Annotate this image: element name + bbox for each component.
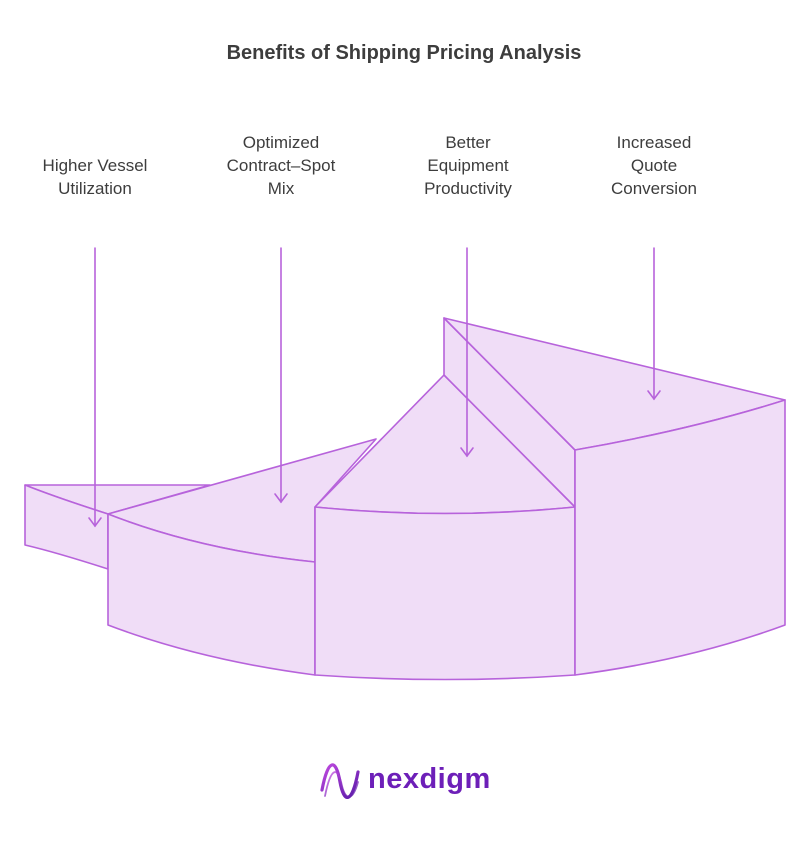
arrow-1: [88, 247, 102, 528]
benefit-label-3: Better Equipment Productivity: [383, 131, 553, 200]
segment-optimized-contract-spot-mix: [107, 438, 377, 676]
segment-better-equipment-productivity: [314, 317, 576, 681]
segment-increased-quote-conversion: [443, 317, 786, 676]
benefit-label-3-line-2: Equipment: [427, 156, 509, 175]
arrow-2: [274, 247, 288, 504]
benefit-label-1-line-2: Utilization: [58, 179, 132, 198]
benefit-label-2-line-1: Optimized: [242, 133, 320, 152]
nexdigm-logo: nexdigm: [318, 760, 498, 804]
arrow-4: [647, 247, 661, 401]
diagram-title: Benefits of Shipping Pricing Analysis: [226, 42, 582, 64]
benefit-label-2-line-2: Contract–Spot: [226, 156, 336, 175]
benefit-label-1-line-1: Higher Vessel: [42, 156, 148, 175]
benefit-label-1: Higher Vessel Utilization: [10, 154, 180, 200]
benefit-label-4: Increased Quote Conversion: [569, 131, 739, 200]
benefit-label-3-line-3: Productivity: [424, 179, 512, 198]
logo-wordmark: nexdigm: [368, 763, 491, 795]
segment-4-side: [574, 399, 786, 676]
benefit-label-4-line-2: Quote: [630, 156, 678, 175]
benefit-label-3-line-1: Better: [445, 133, 491, 152]
segment-higher-vessel-utilization: [24, 484, 211, 570]
benefit-label-4-line-1: Increased: [616, 133, 692, 152]
benefit-label-2-line-3: Mix: [267, 179, 295, 198]
benefit-label-4-line-3: Conversion: [611, 179, 697, 198]
nexdigm-wave-icon: [320, 763, 360, 799]
benefit-label-2: Optimized Contract–Spot Mix: [196, 131, 366, 200]
arrow-3: [460, 247, 474, 458]
segment-3-side: [314, 506, 576, 681]
